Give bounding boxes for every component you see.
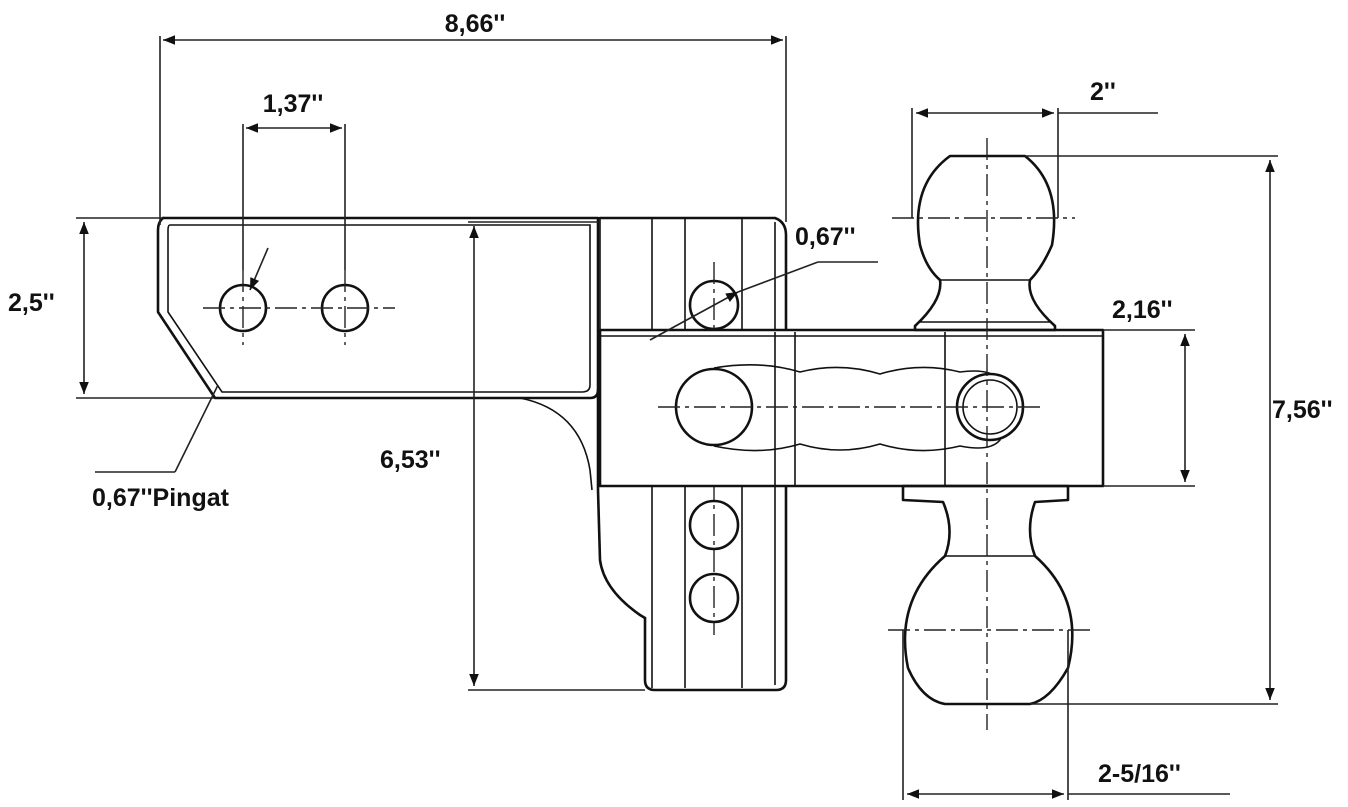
dim-bottom-ball-label: 2-5/16'' bbox=[1098, 760, 1181, 788]
dim-shank-height: 2,5'' bbox=[8, 217, 215, 399]
dim-bottom-ball: 2-5/16'' bbox=[902, 630, 1230, 800]
dim-pin-hole: 0,67''Pingat bbox=[92, 247, 269, 512]
dim-overall-height-label: 7,56'' bbox=[1272, 396, 1333, 424]
dim-overall-length: 8,66'' bbox=[159, 10, 787, 225]
ball-mount-head bbox=[598, 328, 1105, 488]
dim-overall-height: 7,56'' bbox=[1025, 155, 1333, 705]
top-hitch-ball bbox=[892, 154, 1075, 332]
shank-outline bbox=[161, 216, 647, 620]
dim-top-ball-label: 2'' bbox=[1090, 78, 1116, 106]
bottom-hitch-ball bbox=[888, 484, 1090, 706]
shank-inner-outline bbox=[167, 224, 591, 393]
dim-pin-hole-label: 0,67''Pingat bbox=[92, 484, 230, 512]
dim-head-height: 2,16'' bbox=[1103, 296, 1195, 487]
dim-riser-hole-label: 0,67'' bbox=[795, 223, 856, 251]
dim-head-height-label: 2,16'' bbox=[1112, 296, 1173, 324]
dim-hole-spacing-label: 1,37'' bbox=[263, 90, 324, 118]
dim-riser-hole: 0,67'' bbox=[649, 223, 878, 341]
dim-drop: 6,53'' bbox=[380, 221, 645, 691]
dim-hole-spacing: 1,37'' bbox=[242, 90, 346, 270]
top-ball-outline bbox=[913, 154, 1057, 332]
dim-top-ball: 2'' bbox=[911, 78, 1158, 218]
shank-gusset bbox=[519, 397, 593, 491]
riser-hole-2 bbox=[688, 499, 740, 551]
dim-shank-height-label: 2,5'' bbox=[8, 289, 55, 317]
dim-overall-length-label: 8,66'' bbox=[445, 10, 506, 38]
dim-drop-label: 6,53'' bbox=[380, 446, 441, 474]
riser-outline bbox=[598, 216, 788, 692]
hitch-shank bbox=[156, 216, 647, 620]
